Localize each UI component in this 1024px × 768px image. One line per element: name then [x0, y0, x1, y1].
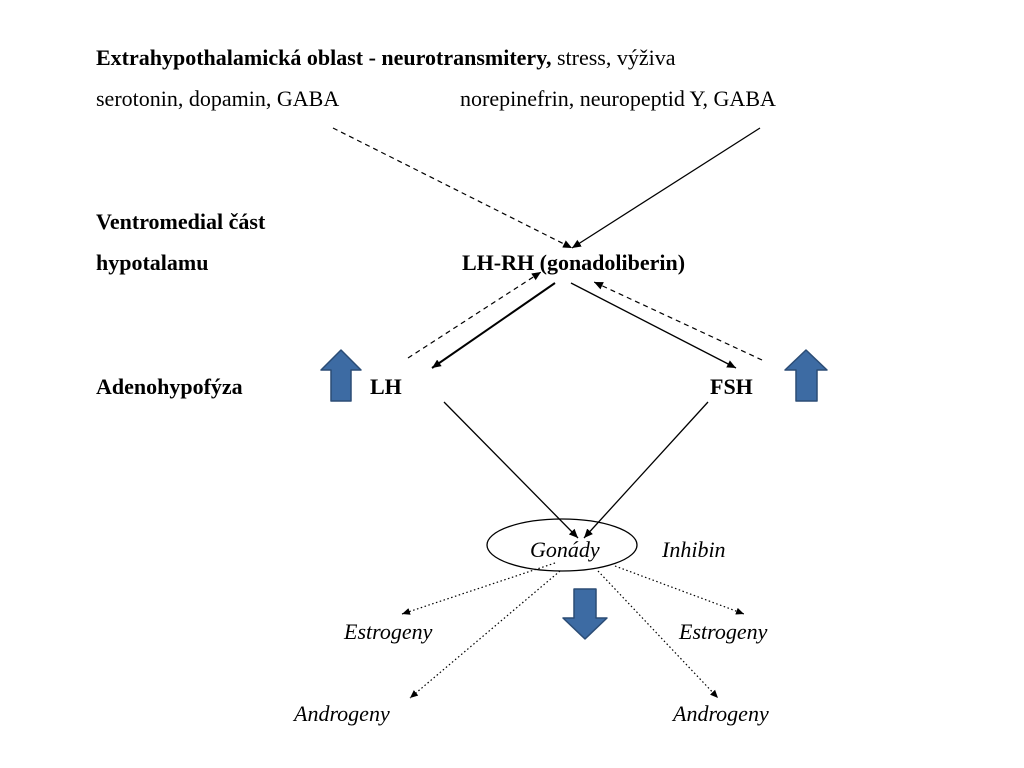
header-right-transmitters: norepinefrin, neuropeptid Y, GABA	[460, 86, 776, 111]
header-neuro-bold: Extrahypothalamická oblast - neurotransm…	[96, 45, 552, 70]
adenohypophysis-label: Adenohypofýza	[96, 374, 243, 399]
arrow-lhrh-to-lh	[431, 282, 556, 369]
header-left-transmitters: serotonin, dopamin, GABA	[96, 86, 340, 111]
dotted-arrow-to-estrogen-left	[401, 562, 556, 615]
up-block-arrow-right-icon	[784, 349, 828, 402]
down-block-arrow-icon	[562, 588, 608, 640]
up-block-arrow-left-icon	[320, 349, 362, 402]
inhibin-label: Inhibin	[662, 537, 726, 562]
hypothalamus-label-2: hypotalamu	[96, 250, 209, 275]
dotted-arrow-to-estrogen-right	[614, 565, 745, 615]
header-stress-text: stress, výživa	[551, 45, 676, 70]
dashed-arrow-serotonin-to-lhrh	[332, 127, 573, 249]
lh-label: LH	[370, 374, 402, 399]
arrow-norepinephrine-to-lhrh	[571, 127, 761, 249]
androgen-left-label: Androgeny	[294, 701, 390, 726]
lhrh-label: LH-RH (gonadoliberin)	[462, 250, 686, 275]
arrow-lhrh-to-fsh	[570, 282, 737, 369]
estrogen-left-label: Estrogeny	[344, 619, 433, 644]
dotted-arrow-to-androgen-left	[409, 570, 561, 699]
estrogen-right-label: Estrogeny	[679, 619, 768, 644]
arrow-lh-to-gonads	[443, 401, 579, 539]
fsh-label: FSH	[710, 374, 753, 399]
dashed-arrow-fsh-feedback	[593, 281, 763, 361]
dashed-arrow-lh-feedback	[407, 271, 542, 359]
gonads-ellipse	[486, 518, 638, 572]
header-line-1: Extrahypothalamická oblast - neurotransm…	[96, 45, 676, 71]
androgen-right-label: Androgeny	[673, 701, 769, 726]
dotted-arrow-to-androgen-right	[597, 570, 719, 699]
hypothalamus-label-1: Ventromedial část	[96, 209, 266, 234]
arrow-fsh-to-gonads	[583, 401, 709, 539]
gonads-label: Gonády	[530, 537, 600, 562]
